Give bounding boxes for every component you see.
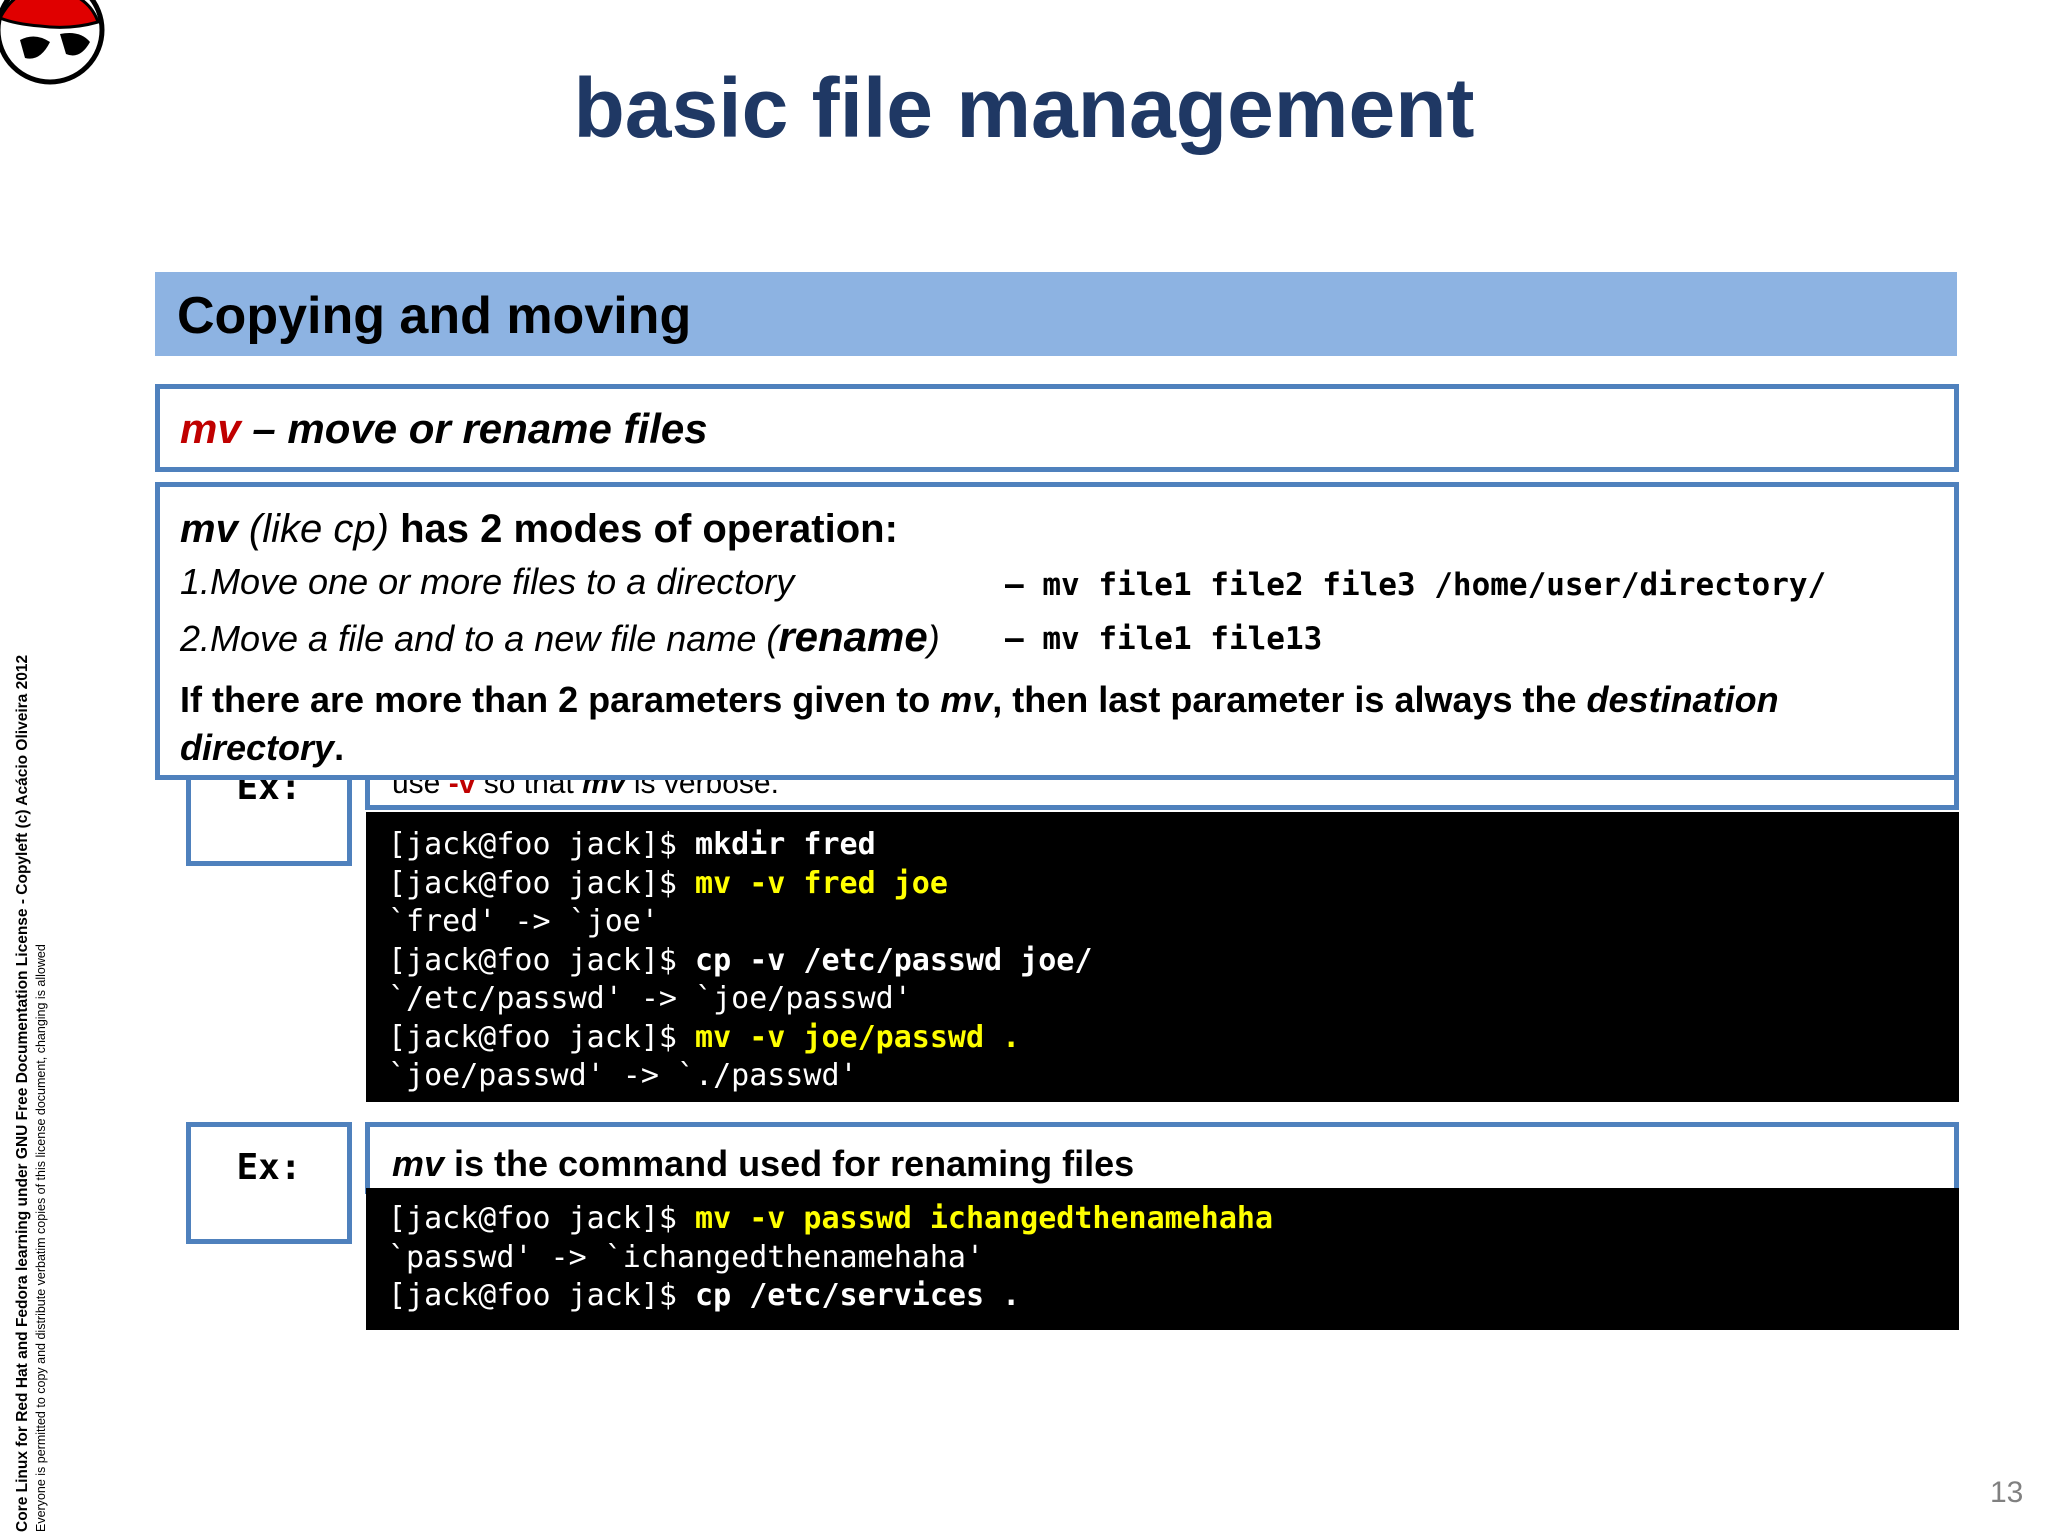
terminal-command: mv -v passwd ichangedthenamehaha	[695, 1201, 1274, 1236]
terminal-line: `joe/passwd' -> `./passwd'	[388, 1057, 1959, 1096]
terminal-command: `/etc/passwd' -> `joe/passwd'	[388, 981, 912, 1016]
mode2-bold: rename	[778, 613, 928, 660]
mode2-text: 2.Move a file and to a new file name (re…	[180, 613, 940, 661]
red-hat-logo-icon	[0, 0, 105, 85]
modes-heading-rest: has 2 modes of operation:	[388, 507, 898, 551]
terminal-line: [jack@foo jack]$ mkdir fred	[388, 826, 1959, 865]
note-pre: If there are more than 2 parameters give…	[180, 679, 941, 720]
terminal-line: [jack@foo jack]$ mv -v passwd ichangedth…	[388, 1200, 1959, 1239]
mode2-command: – mv file1 file13	[1005, 621, 1323, 657]
terminal-command: `passwd' -> `ichangedthenamehaha'	[388, 1239, 985, 1275]
terminal-command: cp -v /etc/passwd joe/	[695, 942, 1093, 978]
example2-desc-rest: is the command used for renaming files	[444, 1143, 1135, 1184]
terminal-command: mkdir fred	[695, 827, 876, 862]
mv-header-text: mv – move or rename files	[180, 405, 708, 453]
license-line1: Core Linux for Red Hat and Fedora learni…	[14, 654, 31, 1532]
mv-command-label: mv	[180, 405, 241, 452]
terminal-line: `fred' -> `joe'	[388, 903, 1959, 942]
terminal-line: [jack@foo jack]$ cp -v /etc/passwd joe/	[388, 942, 1959, 981]
terminal-prompt: [jack@foo jack]$	[388, 1201, 696, 1236]
mode1-command: – mv file1 file2 file3 /home/user/direct…	[1005, 567, 1827, 603]
terminal-command: mv -v joe/passwd .	[695, 1019, 1021, 1055]
note-dest: destination	[1586, 679, 1779, 720]
license-line2: Everyone is permitted to copy and distri…	[34, 944, 48, 1532]
modes-box: mv (like cp) has 2 modes of operation: 1…	[155, 482, 1959, 780]
modes-heading: mv (like cp) has 2 modes of operation:	[180, 507, 898, 552]
page-number: 13	[1990, 1476, 2024, 1509]
note-mid: , then last parameter is always the	[992, 679, 1587, 720]
note-cmd: mv	[940, 679, 993, 720]
example2-terminal: [jack@foo jack]$ mv -v passwd ichangedth…	[366, 1188, 1959, 1330]
terminal-line: [jack@foo jack]$ mv -v joe/passwd .	[388, 1019, 1959, 1058]
mode1-text: 1.Move one or more files to a directory	[180, 561, 795, 602]
example2-description: mv is the command used for renaming file…	[392, 1143, 1134, 1185]
note-line2-word: directory	[180, 727, 335, 768]
modes-cmd: mv	[180, 507, 238, 551]
modes-like: (like cp)	[237, 507, 389, 551]
mv-description: – move or rename files	[240, 405, 708, 452]
section-header: Copying and moving	[155, 272, 1957, 356]
terminal-line: `passwd' -> `ichangedthenamehaha'	[388, 1239, 1959, 1278]
license-sidebar: Core Linux for Red Hat and Fedora learni…	[14, 532, 48, 1532]
destination-note-line1: If there are more than 2 parameters give…	[180, 679, 1779, 721]
terminal-command: `fred' -> `joe'	[388, 904, 659, 939]
terminal-line: [jack@foo jack]$ mv -v fred joe	[388, 865, 1959, 904]
mode2-suffix: )	[927, 618, 940, 659]
terminal-command: cp /etc/services .	[695, 1278, 1021, 1313]
note-line2-end: .	[334, 727, 345, 768]
section-title: Copying and moving	[177, 287, 692, 345]
mode2-prefix: 2.Move a file and to a new file name (	[180, 618, 779, 659]
example2-description-box: mv is the command used for renaming file…	[365, 1122, 1959, 1194]
example2-label-box: Ex:	[186, 1122, 352, 1244]
terminal-prompt: [jack@foo jack]$	[388, 865, 696, 901]
terminal-line: [jack@foo jack]$ cp /etc/services .	[388, 1277, 1959, 1316]
example2-label: Ex:	[236, 1147, 302, 1188]
terminal-prompt: [jack@foo jack]$	[388, 1278, 696, 1313]
terminal-command: mv -v fred joe	[695, 865, 948, 901]
page-title: basic file management	[573, 61, 1475, 155]
terminal-prompt: [jack@foo jack]$	[388, 827, 696, 862]
example1-terminal: [jack@foo jack]$ mkdir fred[jack@foo jac…	[366, 812, 1959, 1102]
example2-desc-cmd: mv	[392, 1143, 445, 1184]
terminal-prompt: [jack@foo jack]$	[388, 1019, 696, 1055]
mv-header-box: mv – move or rename files	[155, 384, 1959, 472]
terminal-line: `/etc/passwd' -> `joe/passwd'	[388, 980, 1959, 1019]
terminal-prompt: [jack@foo jack]$	[388, 942, 696, 978]
terminal-command: `joe/passwd' -> `./passwd'	[388, 1058, 858, 1093]
destination-note-line2: directory.	[180, 727, 344, 769]
